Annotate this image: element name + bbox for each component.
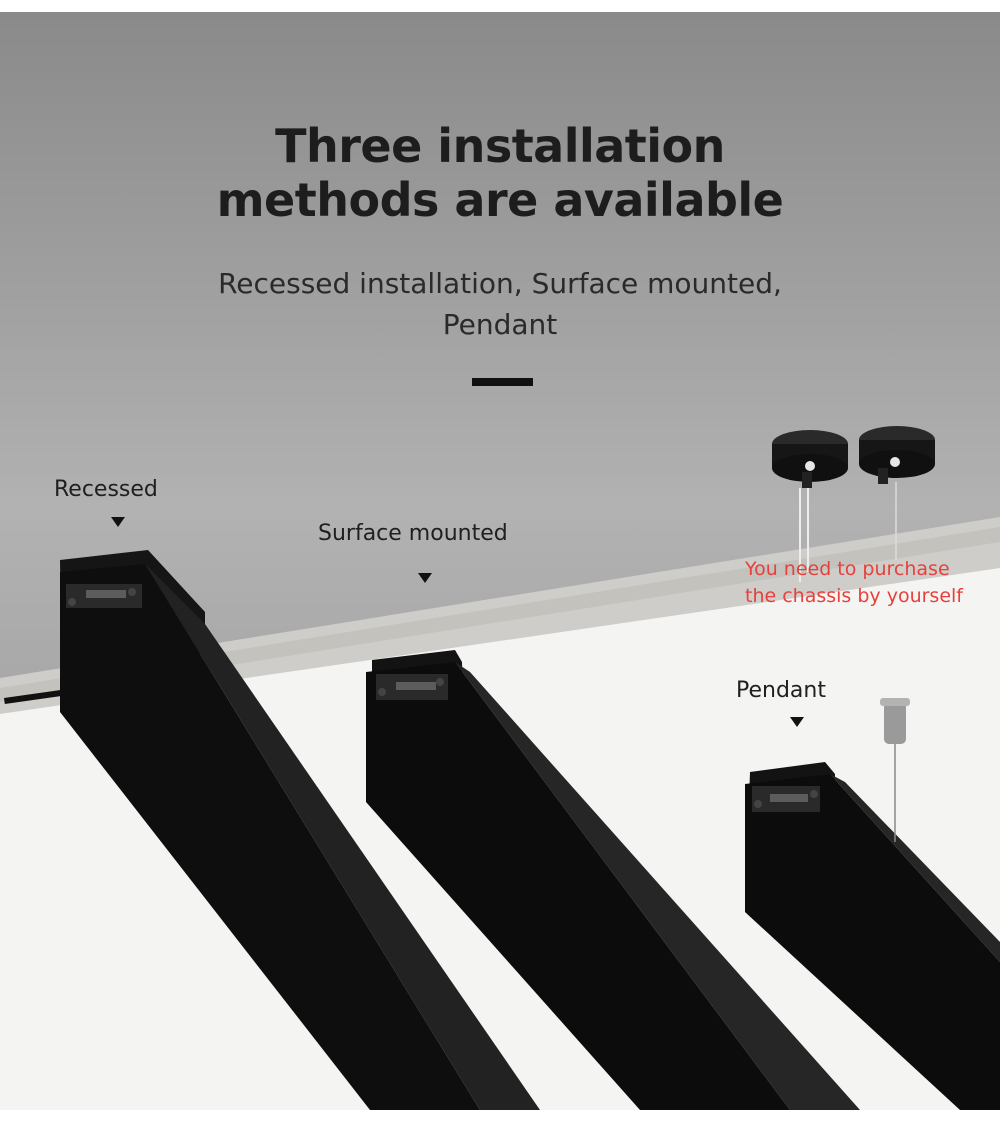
arrow-down-icon [790,717,804,727]
title-divider [472,378,533,386]
label-pendant: Pendant [736,678,826,703]
subheading-line-2: Pendant [442,308,558,341]
label-surface-mounted: Surface mounted [318,521,508,546]
chassis-note: You need to purchase the chassis by your… [745,556,985,610]
recessed-rail [60,550,540,1110]
subheading-line-1: Recessed installation, Surface mounted, [218,267,782,300]
label-recessed: Recessed [54,477,158,502]
product-scene [0,12,1000,1110]
installation-illustration [0,426,1000,1110]
recess-trim-left [4,689,63,704]
chassis-note-line-1: You need to purchase [745,558,950,580]
pendant-rail [745,698,1000,1110]
arrow-down-icon [418,573,432,583]
surface-rail [366,650,860,1110]
wire-clamp [884,700,906,744]
chassis-note-line-2: the chassis by yourself [745,585,963,607]
heading-line-2: methods are available [216,173,784,227]
chassis-canopies [772,426,935,582]
heading-line-1: Three installation [275,119,725,173]
arrow-down-icon [111,517,125,527]
